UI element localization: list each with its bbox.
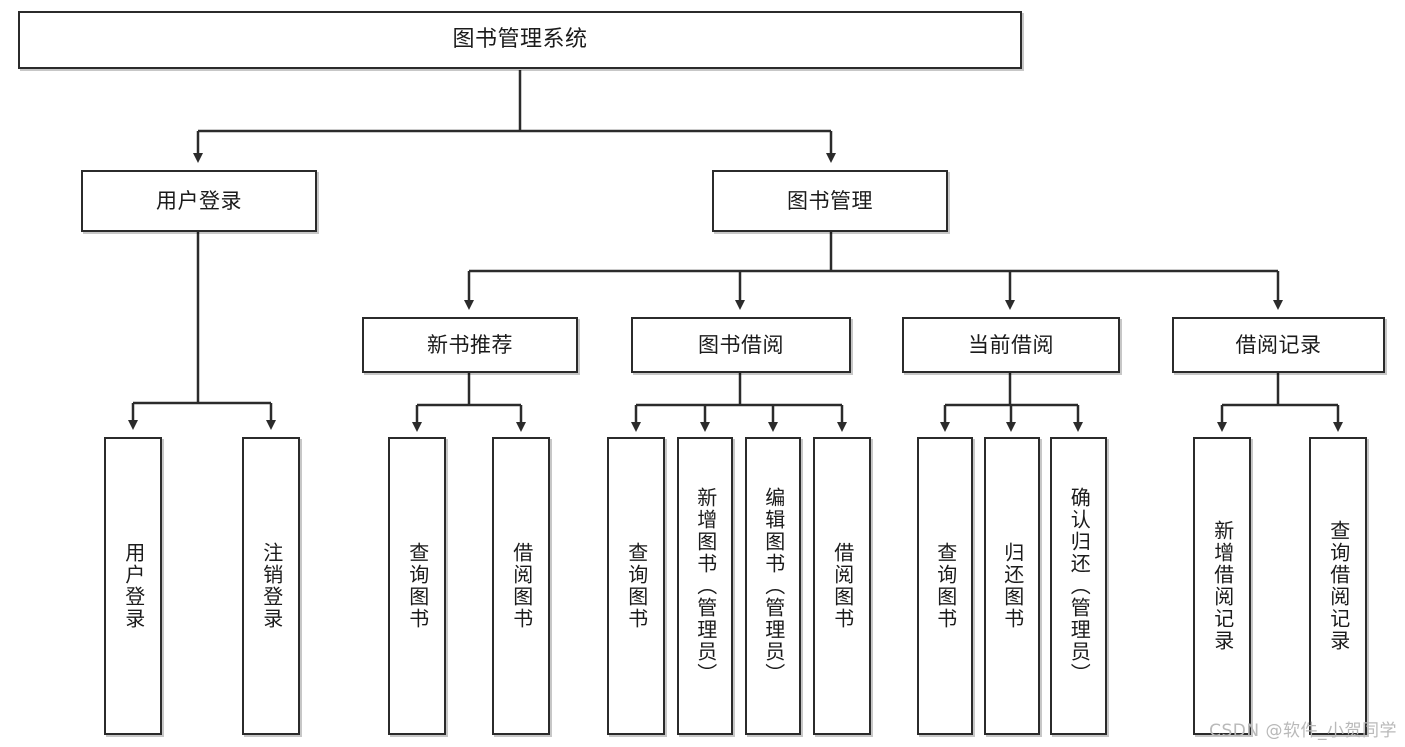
node-label: 图书管理系统 [452,27,588,53]
node-label: 图书借阅 [698,332,784,357]
leaf-current-query-book[interactable]: 查询图书 [917,437,973,735]
node-label: 查询借阅记录 [1326,520,1351,652]
watermark-text: CSDN @软件_小贺同学 [1209,721,1397,741]
node-user-login[interactable]: 用户登录 [81,170,317,232]
leaf-borrow-borrow-book[interactable]: 借阅图书 [813,437,871,735]
node-borrow-record[interactable]: 借阅记录 [1172,317,1385,373]
node-label: 新增图书（管理员） [693,487,718,685]
node-label: 用户登录 [121,542,146,630]
node-label: 新增借阅记录 [1210,520,1235,652]
node-label: 查询图书 [405,542,430,630]
node-label: 图书管理 [787,188,873,213]
node-current-borrow[interactable]: 当前借阅 [902,317,1120,373]
leaf-current-confirm-return-admin[interactable]: 确认归还（管理员） [1050,437,1107,735]
node-label: 注销登录 [259,542,284,630]
node-label: 借阅图书 [509,542,534,630]
leaf-borrow-query-book[interactable]: 查询图书 [607,437,665,735]
node-label: 当前借阅 [968,332,1054,357]
node-label: 编辑图书（管理员） [761,487,786,685]
leaf-borrow-edit-book-admin[interactable]: 编辑图书（管理员） [745,437,801,735]
node-root-system[interactable]: 图书管理系统 [18,11,1022,69]
leaf-record-query-record[interactable]: 查询借阅记录 [1309,437,1367,735]
node-label: 归还图书 [1000,542,1025,630]
leaf-user-login-logout[interactable]: 注销登录 [242,437,300,735]
leaf-current-return-book[interactable]: 归还图书 [984,437,1040,735]
leaf-recommend-query-book[interactable]: 查询图书 [388,437,446,735]
node-label: 查询图书 [933,542,958,630]
node-label: 用户登录 [156,188,242,213]
leaf-borrow-add-book-admin[interactable]: 新增图书（管理员） [677,437,733,735]
node-label: 确认归还（管理员） [1067,487,1092,685]
node-label: 查询图书 [624,542,649,630]
node-label: 借阅记录 [1235,332,1322,357]
leaf-recommend-borrow-book[interactable]: 借阅图书 [492,437,550,735]
node-new-book-recommend[interactable]: 新书推荐 [362,317,578,373]
leaf-user-login-login[interactable]: 用户登录 [104,437,162,735]
node-book-borrow[interactable]: 图书借阅 [631,317,851,373]
node-label: 借阅图书 [830,542,855,630]
node-label: 新书推荐 [427,332,513,357]
node-book-management[interactable]: 图书管理 [712,170,948,232]
leaf-record-add-record[interactable]: 新增借阅记录 [1193,437,1251,735]
